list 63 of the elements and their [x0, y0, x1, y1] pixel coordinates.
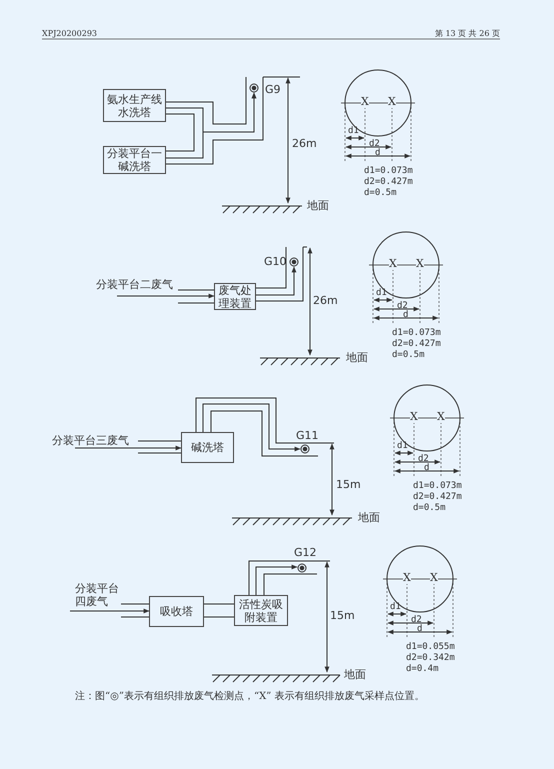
page-number: 第 13 页 共 26 页 — [434, 28, 500, 40]
flow-arrow — [166, 92, 256, 158]
height-dimension: 26m — [292, 137, 317, 150]
sampling-point-mark: X — [388, 95, 396, 108]
equipment-box: 废气处理装置 — [214, 283, 256, 310]
monitoring-point-icon — [250, 84, 258, 92]
equipment-box: 活性炭吸附装置 — [234, 595, 288, 626]
footnote: 注：图“◎”表示有组织排放废气检测点，“X” 表示有组织排放废气采样点位置。 — [75, 690, 424, 703]
dimension-value: d=0.5m — [413, 503, 446, 514]
dimension-label: d — [375, 148, 380, 159]
document-number: XPJ20200293 — [42, 28, 98, 40]
dimension-value: d1=0.073m — [364, 166, 413, 177]
flow-arrow — [70, 608, 150, 614]
sampling-point-mark: X — [437, 410, 445, 423]
flow-arrow — [256, 564, 298, 596]
flow-arrow — [256, 266, 296, 296]
dimension-value: d=0.4m — [406, 664, 439, 675]
inlet-label: 分装平台四废气 — [75, 582, 123, 609]
sampling-point-mark: X — [361, 95, 369, 108]
sampling-point-mark: X — [403, 571, 411, 584]
flow-arrow — [116, 294, 215, 298]
dimension-value: d2=0.342m — [406, 653, 455, 664]
outlet-label: G10 — [264, 255, 287, 268]
dimension-value: d2=0.427m — [392, 339, 441, 350]
dimension-label: d — [424, 463, 430, 474]
flow-arrow — [202, 404, 301, 452]
dimension-label: d2 — [397, 301, 408, 311]
equipment-box: 氨水生产线水洗塔 — [103, 89, 166, 122]
sampling-point-mark: X — [410, 410, 418, 423]
ground-label: 地面 — [358, 511, 380, 524]
ground-label: 地面 — [344, 668, 366, 681]
ground-label: 地面 — [307, 199, 329, 212]
dimension-value: d2=0.427m — [413, 492, 462, 503]
monitoring-point-icon — [298, 564, 306, 572]
outlet-label: G11 — [296, 429, 319, 442]
dimension-label: d — [403, 310, 408, 321]
equipment-box: 碱洗塔 — [181, 432, 234, 463]
dimension-label: d — [417, 624, 422, 635]
dimension-label: d2 — [369, 139, 380, 149]
sampling-point-mark: X — [430, 571, 438, 584]
dimension-value: d2=0.427m — [364, 177, 413, 188]
flow-arrow — [74, 446, 182, 450]
inlet-label: 分装平台三废气 — [52, 434, 134, 448]
dimension-value: d=0.5m — [392, 350, 425, 361]
dimension-label: d2 — [411, 615, 422, 625]
equipment-box: 分装平台一碱洗塔 — [103, 146, 166, 174]
height-dimension: 26m — [313, 294, 338, 307]
inlet-label: 分装平台二废气 — [96, 278, 178, 292]
outlet-label: G9 — [265, 83, 281, 96]
monitoring-point-icon — [290, 258, 298, 266]
dimension-value: d=0.5m — [364, 188, 397, 199]
dimension-value: d1=0.073m — [413, 481, 462, 492]
sampling-point-mark: X — [389, 257, 397, 270]
dimension-value: d1=0.073m — [392, 328, 441, 339]
dimension-value: d1=0.055m — [406, 642, 455, 653]
dimension-label: d2 — [418, 454, 429, 464]
equipment-box: 吸收塔 — [149, 596, 204, 627]
height-dimension: 15m — [336, 478, 361, 491]
sampling-point-mark: X — [416, 257, 424, 270]
height-dimension: 15m — [330, 609, 355, 622]
ground-label: 地面 — [346, 351, 368, 364]
monitoring-point-icon — [300, 444, 310, 454]
outlet-label: G12 — [294, 546, 317, 559]
